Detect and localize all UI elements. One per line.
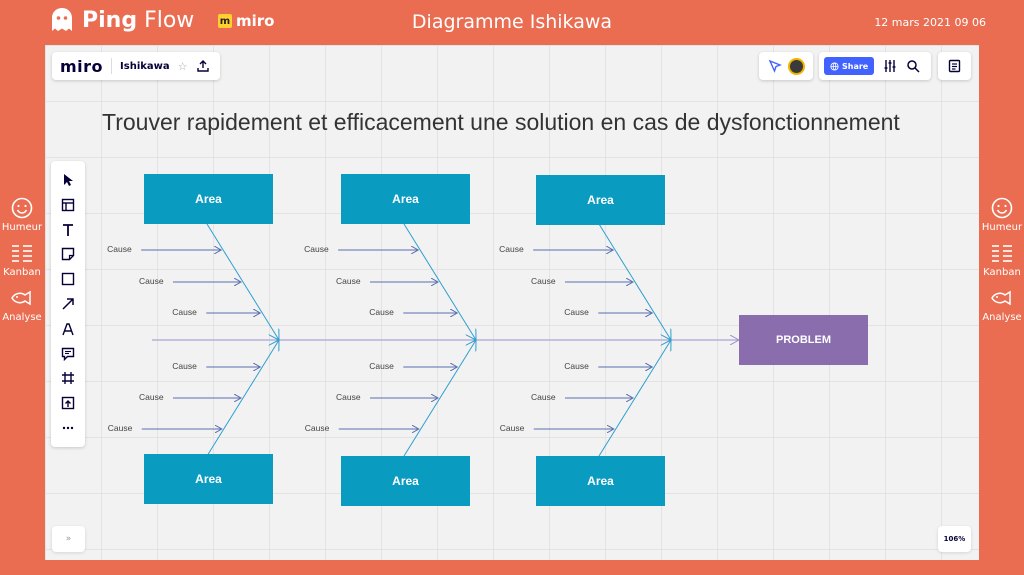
area-box-top[interactable]: Area (341, 174, 470, 224)
nav-humeur-label: Humeur (1, 222, 43, 233)
logo-text-bold: Ping (82, 7, 138, 33)
cause-label[interactable]: Cause (304, 244, 329, 254)
fish-icon (11, 290, 31, 306)
ghost-icon (52, 8, 72, 31)
pingflow-logo: Ping Flow (48, 6, 194, 34)
cause-label[interactable]: Cause (107, 423, 133, 433)
bone-top[interactable] (598, 223, 671, 340)
nav-kanban-right[interactable]: Kanban (983, 241, 1021, 278)
datetime: 12 mars 2021 09 06 (874, 16, 986, 29)
left-side-nav: Humeur Kanban Analyse (0, 196, 44, 331)
cause-label[interactable]: Cause (172, 361, 197, 371)
share-label: Share (842, 61, 869, 71)
cause-label[interactable]: Cause (369, 307, 394, 317)
nav-analyse[interactable]: Analyse (2, 286, 42, 323)
nav-humeur-label: Humeur (981, 222, 1023, 233)
cause-label[interactable]: Cause (336, 276, 361, 286)
area-box-top[interactable]: Area (536, 175, 665, 225)
bone-bottom[interactable] (598, 340, 671, 457)
board-info-panel: miro Ishikawa ☆ (52, 52, 220, 80)
notes-panel[interactable] (938, 52, 971, 80)
smiley-icon (11, 197, 33, 219)
miro-integration-badge: m miro (218, 12, 274, 30)
area-box-bottom[interactable]: Area (536, 456, 665, 506)
nav-kanban-label: Kanban (983, 267, 1021, 278)
kanban-icon (11, 245, 32, 262)
bone-top[interactable] (206, 223, 279, 340)
star-icon[interactable]: ☆ (177, 59, 188, 73)
cause-label[interactable]: Cause (139, 392, 164, 402)
notes-icon[interactable] (948, 59, 961, 73)
bone-bottom[interactable] (206, 340, 279, 457)
fish-icon (991, 290, 1011, 306)
nav-analyse-label: Analyse (982, 312, 1022, 323)
settings-sliders-icon[interactable] (883, 59, 897, 73)
nav-kanban[interactable]: Kanban (3, 241, 41, 278)
nav-humeur[interactable]: Humeur (2, 196, 42, 233)
problem-box[interactable]: PROBLEM (739, 315, 868, 365)
area-box-top[interactable]: Area (144, 174, 273, 224)
logo-text-light: Flow (144, 7, 195, 33)
cause-label[interactable]: Cause (107, 244, 132, 254)
upload-icon[interactable] (56, 391, 80, 415)
cause-label[interactable]: Cause (531, 276, 556, 286)
smiley-icon (991, 197, 1013, 219)
pen-icon[interactable] (56, 317, 80, 341)
cause-label[interactable]: Cause (172, 307, 197, 317)
cause-label[interactable]: Cause (564, 307, 589, 317)
board-name[interactable]: Ishikawa (120, 60, 170, 72)
area-box-bottom[interactable]: Area (144, 454, 273, 504)
cause-label[interactable]: Cause (139, 276, 164, 286)
miro-board[interactable]: miro Ishikawa ☆ Share » 106% Trouver (45, 45, 979, 560)
share-panel: Share (819, 52, 931, 80)
arrow-icon[interactable] (56, 292, 80, 316)
miro-logo[interactable]: miro (60, 56, 104, 76)
cause-label[interactable]: Cause (531, 392, 556, 402)
miro-integration-label: miro (236, 12, 275, 30)
shape-icon[interactable] (56, 267, 80, 291)
text-icon[interactable] (56, 218, 80, 242)
more-icon[interactable] (56, 416, 80, 440)
avatar[interactable] (787, 57, 805, 75)
nav-humeur-right[interactable]: Humeur (982, 196, 1022, 233)
creation-toolbar (51, 161, 85, 447)
template-icon[interactable] (56, 193, 80, 217)
globe-icon (830, 61, 839, 71)
share-button[interactable]: Share (824, 57, 875, 75)
zoom-level[interactable]: 106% (938, 526, 971, 552)
comment-icon[interactable] (56, 342, 80, 366)
nav-kanban-label: Kanban (3, 267, 41, 278)
search-icon[interactable] (906, 59, 920, 73)
nav-analyse-right[interactable]: Analyse (982, 286, 1022, 323)
nav-analyse-label: Analyse (2, 312, 42, 323)
bone-top[interactable] (403, 223, 476, 340)
cause-label[interactable]: Cause (304, 423, 330, 433)
expand-panel-button[interactable]: » (52, 526, 85, 552)
collaboration-panel (759, 52, 813, 80)
cause-label[interactable]: Cause (369, 361, 394, 371)
sticky-note-icon[interactable] (56, 242, 80, 266)
cursor-icon[interactable] (56, 168, 80, 192)
frame-icon[interactable] (56, 366, 80, 390)
cause-label[interactable]: Cause (564, 361, 589, 371)
bone-bottom[interactable] (403, 340, 476, 457)
cause-label[interactable]: Cause (499, 244, 524, 254)
export-icon[interactable] (196, 59, 210, 73)
diagram-heading[interactable]: Trouver rapidement et efficacement une s… (102, 109, 900, 135)
cursor-follow-icon[interactable] (768, 59, 782, 73)
right-side-nav: Humeur Kanban Analyse (980, 196, 1024, 331)
fishbone-diagram[interactable] (45, 45, 979, 560)
cause-label[interactable]: Cause (499, 423, 525, 433)
kanban-icon (991, 245, 1012, 262)
area-box-bottom[interactable]: Area (341, 456, 470, 506)
miro-logo-icon: m (218, 14, 232, 28)
divider (111, 58, 113, 74)
cause-label[interactable]: Cause (336, 392, 361, 402)
